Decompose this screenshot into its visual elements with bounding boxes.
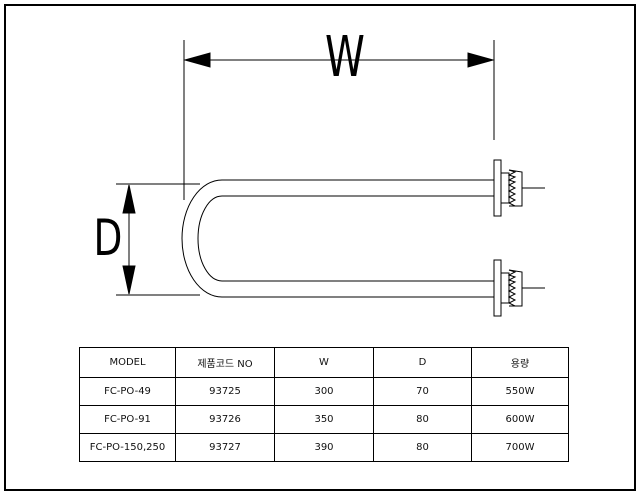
header-capacity: 용량 (471, 347, 569, 378)
dimension-d-label: D (93, 209, 123, 267)
terminal-bottom (493, 259, 545, 317)
cell-capacity: 600W (471, 405, 569, 434)
drawing-frame (4, 4, 636, 491)
cell-model: FC-PO-150,250 (79, 433, 176, 462)
dimension-w-label: W (325, 25, 365, 90)
table-row: FC-PO-49 93725 300 70 550W (79, 377, 569, 406)
cell-w: 300 (274, 377, 374, 406)
cell-code: 93725 (175, 377, 275, 406)
w-dimension (183, 40, 495, 200)
cell-d: 70 (373, 377, 472, 406)
cell-code: 93727 (175, 433, 275, 462)
cell-d: 80 (373, 405, 472, 434)
cell-code: 93726 (175, 405, 275, 434)
header-d: D (373, 347, 472, 378)
cell-w: 390 (274, 433, 374, 462)
table-row: FC-PO-150,250 93727 390 80 700W (79, 433, 569, 462)
u-tube-element (181, 179, 496, 298)
spec-table: MODEL 제품코드 NO W D 용량 FC-PO-49 93725 300 … (79, 347, 569, 462)
cell-w: 350 (274, 405, 374, 434)
table-row: FC-PO-91 93726 350 80 600W (79, 405, 569, 434)
cell-capacity: 550W (471, 377, 569, 406)
header-w: W (274, 347, 374, 378)
d-dimension (116, 183, 200, 296)
cell-d: 80 (373, 433, 472, 462)
header-model: MODEL (79, 347, 176, 378)
cell-model: FC-PO-49 (79, 377, 176, 406)
table-header-row: MODEL 제품코드 NO W D 용량 (79, 347, 569, 378)
cell-capacity: 700W (471, 433, 569, 462)
cell-model: FC-PO-91 (79, 405, 176, 434)
terminal-top (493, 159, 545, 217)
header-product-code: 제품코드 NO (175, 347, 275, 378)
